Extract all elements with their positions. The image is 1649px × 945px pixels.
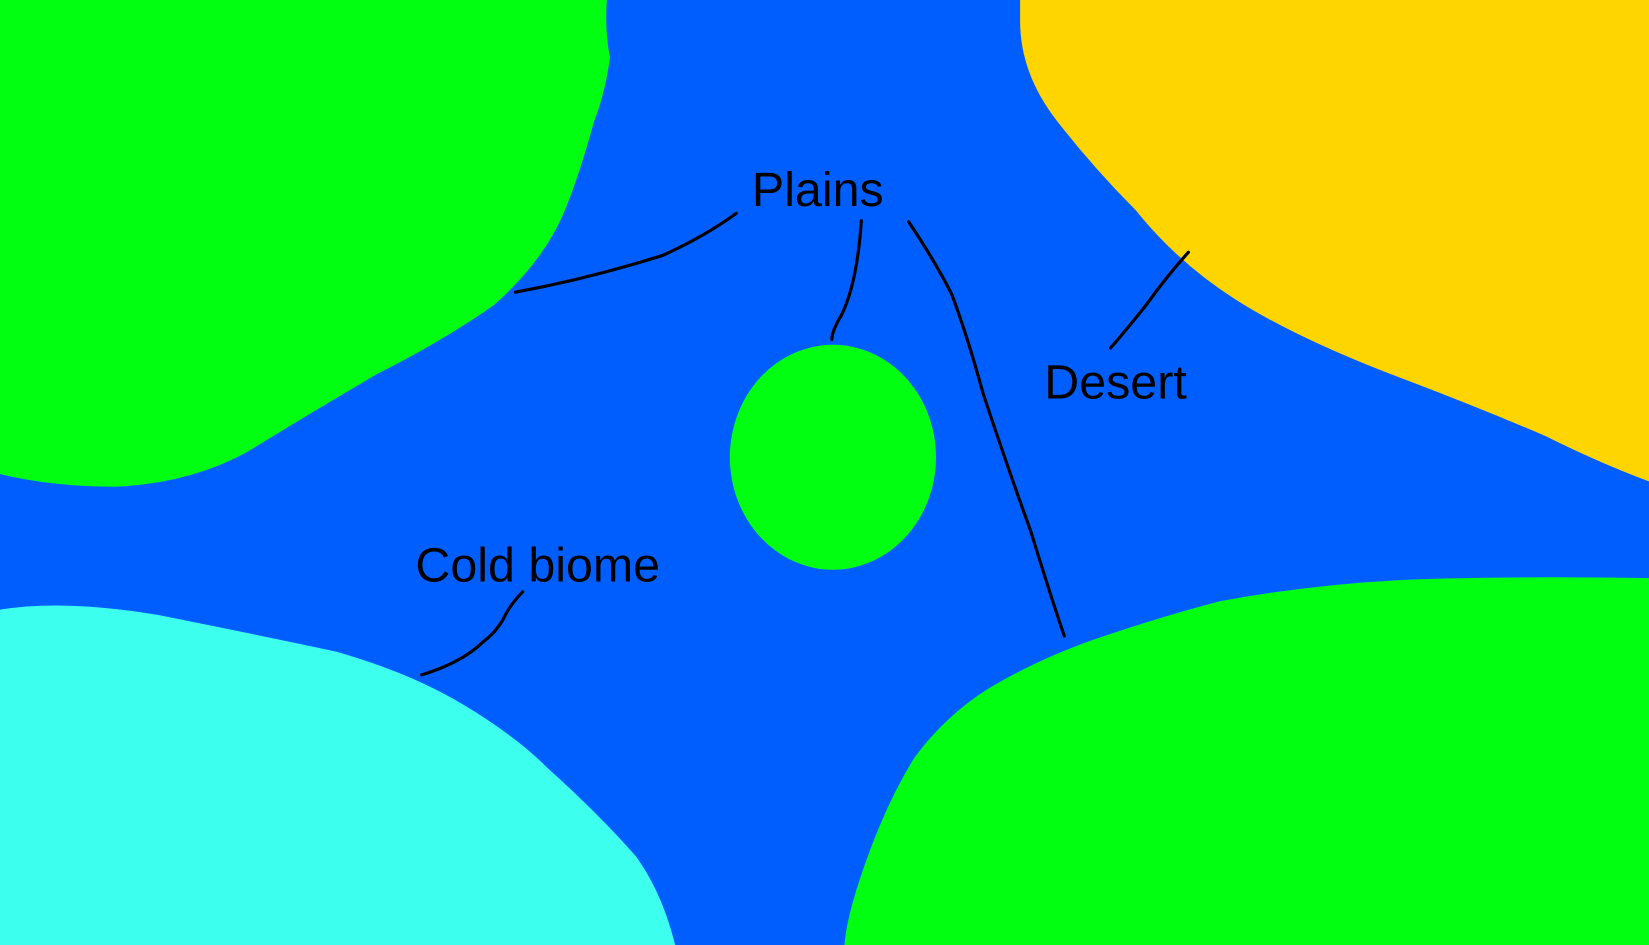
cold-biome-region bbox=[0, 605, 676, 945]
plains-pointer-line-right bbox=[907, 220, 1066, 638]
plains-region-top-left bbox=[0, 0, 610, 487]
plains-pointer-line-left bbox=[513, 211, 738, 294]
desert-pointer-line bbox=[1108, 250, 1190, 350]
cold-biome-pointer-line bbox=[420, 590, 525, 677]
label-desert: Desert bbox=[1044, 355, 1187, 409]
label-cold-biome: Cold biome bbox=[415, 538, 660, 592]
desert-region bbox=[1020, 0, 1649, 482]
plains-pointer-line-center bbox=[830, 219, 863, 342]
plains-region-center bbox=[729, 344, 936, 570]
label-plains: Plains bbox=[752, 163, 884, 217]
plains-region-bottom-right bbox=[844, 577, 1649, 945]
